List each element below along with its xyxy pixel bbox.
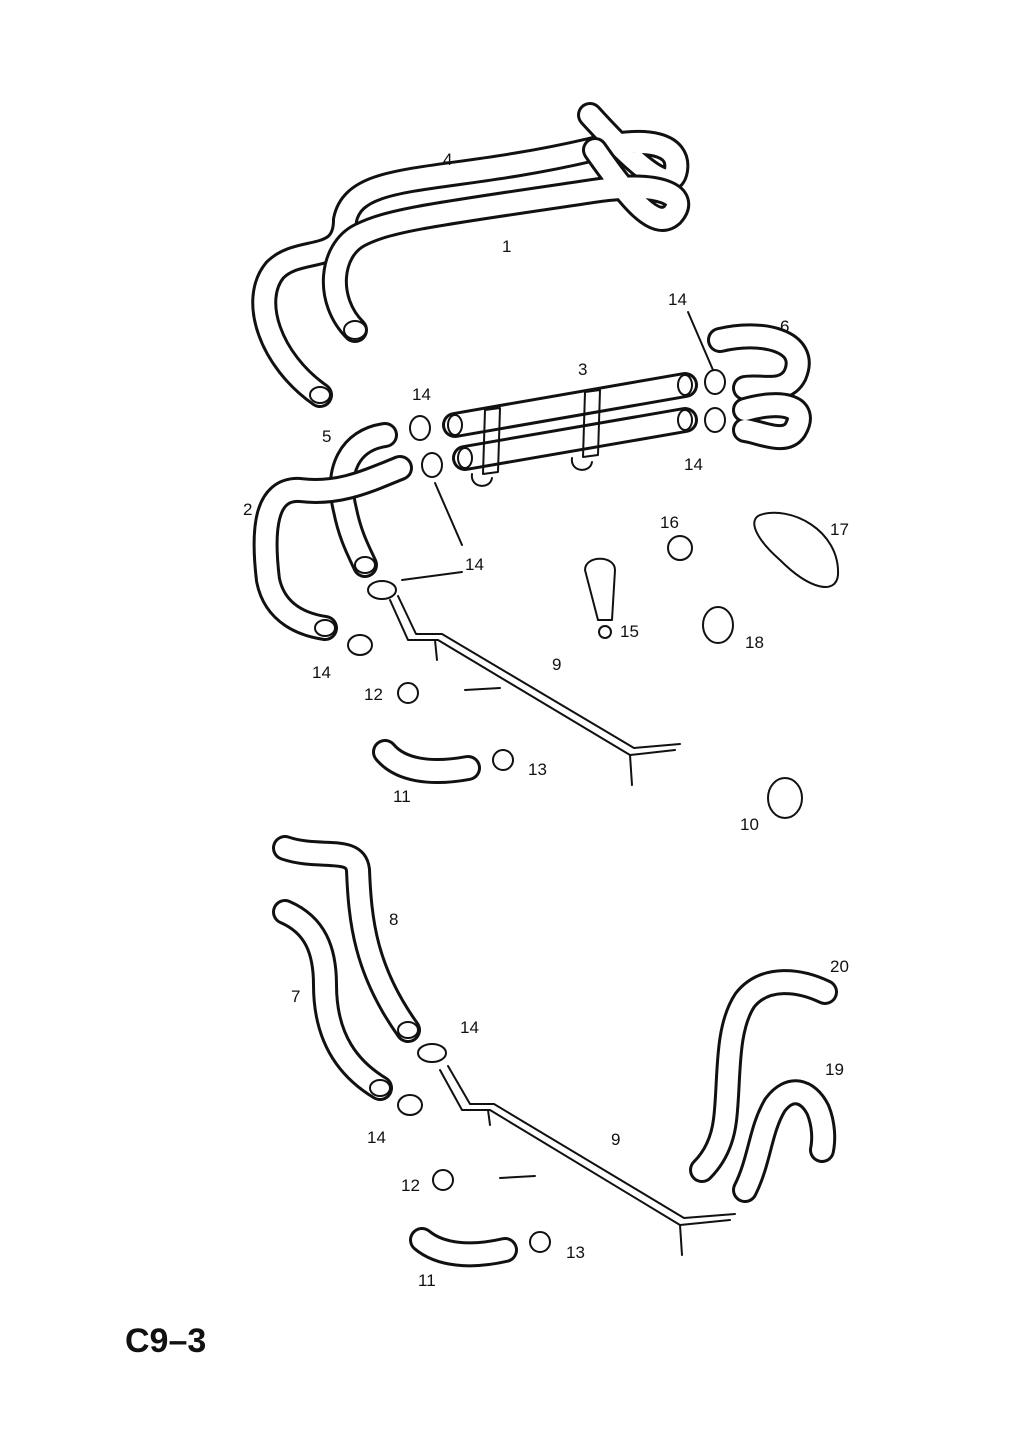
hose-8 xyxy=(272,835,421,1043)
callout-1: 1 xyxy=(502,237,511,256)
callouts: 4 1 3 14 6 14 14 5 2 14 16 17 15 18 9 14… xyxy=(243,150,849,1290)
callout-12-b: 12 xyxy=(401,1176,420,1195)
leader-lines xyxy=(401,311,714,581)
hose-19 xyxy=(732,1079,837,1203)
hose-4 xyxy=(251,102,690,408)
callout-14-e: 14 xyxy=(312,663,331,682)
pipe-assembly-3 xyxy=(442,372,698,487)
callout-3: 3 xyxy=(578,360,587,379)
hose-2 xyxy=(252,455,413,641)
callout-10: 10 xyxy=(740,815,759,834)
small-parts xyxy=(584,511,840,819)
callout-9-a: 9 xyxy=(552,655,561,674)
callout-20: 20 xyxy=(830,957,849,976)
callout-14-c: 14 xyxy=(684,455,703,474)
callout-13-a: 13 xyxy=(528,760,547,779)
hose-1 xyxy=(322,137,690,343)
callout-18: 18 xyxy=(745,633,764,652)
page-code: C9–3 xyxy=(125,1322,206,1360)
hose-6 xyxy=(707,323,812,451)
hose-20 xyxy=(689,969,838,1183)
callout-11-b: 11 xyxy=(418,1271,436,1290)
connector-assembly-lower xyxy=(409,1169,551,1268)
callout-13-b: 13 xyxy=(566,1243,585,1262)
connector-assembly-upper xyxy=(372,682,514,785)
hose-7 xyxy=(272,899,393,1101)
callout-2: 2 xyxy=(243,500,252,519)
callout-17: 17 xyxy=(830,520,849,539)
callout-7: 7 xyxy=(291,987,300,1006)
callout-5: 5 xyxy=(322,427,331,446)
callout-14-g: 14 xyxy=(367,1128,386,1147)
callout-19: 19 xyxy=(825,1060,844,1079)
callout-12-a: 12 xyxy=(364,685,383,704)
callout-6: 6 xyxy=(780,317,789,336)
water-pipe-9-lower xyxy=(439,1065,736,1256)
callout-11-a: 11 xyxy=(393,787,411,806)
callout-14-b: 14 xyxy=(412,385,431,404)
callout-14-d: 14 xyxy=(465,555,484,574)
clamps-14 xyxy=(347,369,726,1116)
callout-4: 4 xyxy=(443,150,452,169)
callout-14-a: 14 xyxy=(668,290,687,309)
callout-8: 8 xyxy=(389,910,398,929)
callout-9-b: 9 xyxy=(611,1130,620,1149)
water-pipe-9-upper xyxy=(389,595,681,786)
callout-15: 15 xyxy=(620,622,639,641)
callout-14-f: 14 xyxy=(460,1018,479,1037)
hose-5 xyxy=(329,422,398,578)
callout-16: 16 xyxy=(660,513,679,532)
